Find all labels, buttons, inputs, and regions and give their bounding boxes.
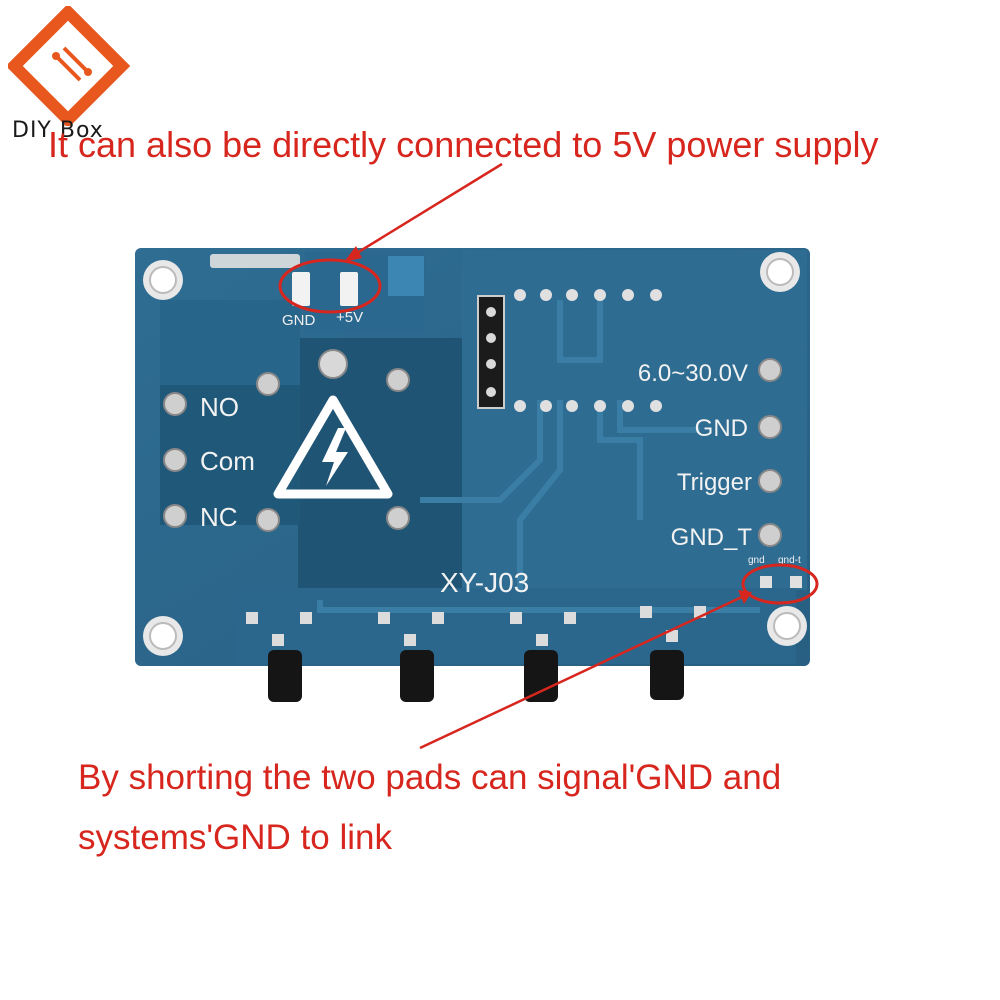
- brand-logo-mark-icon: [5, 3, 131, 129]
- relay-area: [298, 338, 468, 588]
- brand-logo: [5, 3, 138, 146]
- button-pads: [246, 606, 706, 646]
- pad-5v-label: +5V: [336, 309, 363, 326]
- small-pad-gnd: [760, 576, 772, 588]
- smd-chip: [388, 256, 424, 296]
- annotation-arrows: [344, 162, 752, 750]
- mounting-holes: [143, 252, 807, 656]
- board-model-label: XY-J03: [440, 567, 529, 598]
- brand-name: DIY Box: [12, 118, 104, 143]
- tact-buttons: [268, 650, 684, 702]
- button-area: [236, 588, 796, 664]
- annotation-circle-power: [278, 258, 382, 314]
- pad-gnd-label: GND: [282, 312, 316, 329]
- relay-label-nc: NC: [200, 502, 238, 532]
- small-pad-gnd-t: [790, 576, 802, 588]
- small-pad-gnd-label: gnd: [748, 555, 765, 566]
- terminal-voltage-label: 6.0~30.0V: [638, 360, 748, 387]
- pad-5v: [340, 272, 358, 306]
- pin-header-pins: [486, 307, 496, 397]
- relay-screws: [163, 349, 410, 532]
- high-voltage-warning-icon: [273, 395, 393, 499]
- usb-connector: [210, 254, 300, 268]
- power-terminals: [758, 358, 782, 547]
- relay-label-no: NO: [200, 392, 239, 422]
- caption-bottom-line-1: By shorting the two pads can signal'GND …: [78, 758, 782, 797]
- annotation-circle-pads: [741, 563, 819, 605]
- control-area: [462, 250, 807, 590]
- terminal-gnd-t-label: GND_T: [671, 524, 753, 551]
- small-pad-gnd-t-label: gnd-t: [778, 555, 801, 566]
- terminal-gnd-label: GND: [695, 415, 748, 442]
- caption-bottom-line-2: systems'GND to link: [78, 818, 392, 857]
- terminal-trigger-label: Trigger: [677, 469, 752, 496]
- pad-gnd: [292, 272, 310, 306]
- relay-label-com: Com: [200, 446, 255, 476]
- pcb-traces: [317, 300, 760, 613]
- caption-top: It can also be directly connected to 5V …: [48, 124, 879, 165]
- ic-pads: [514, 289, 662, 412]
- caption-bottom: By shorting the two pads can signal'GND …: [78, 748, 978, 868]
- relay-area-top: [160, 300, 300, 390]
